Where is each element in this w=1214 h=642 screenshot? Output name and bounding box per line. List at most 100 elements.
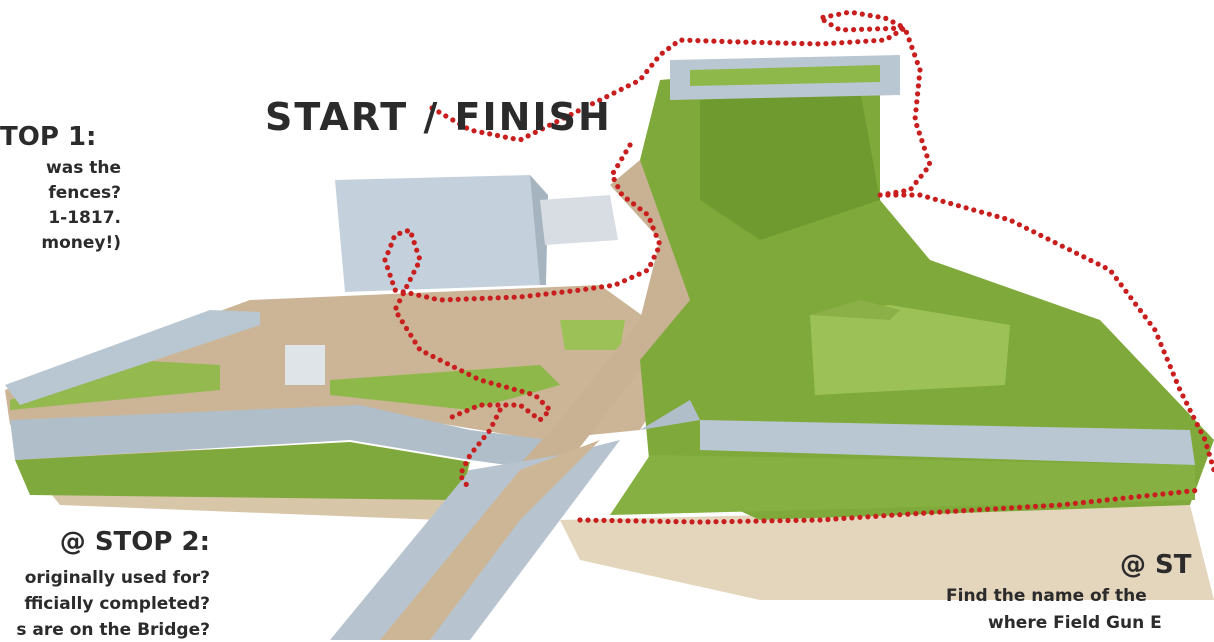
route-dot bbox=[921, 510, 927, 516]
route-dot bbox=[479, 129, 485, 135]
route-dot bbox=[407, 276, 413, 282]
route-dot bbox=[807, 41, 813, 47]
route-dot bbox=[497, 407, 503, 413]
route-dot bbox=[437, 357, 443, 363]
route-dot bbox=[431, 296, 437, 302]
route-dot bbox=[525, 133, 531, 139]
stop1-line: was the bbox=[46, 158, 121, 178]
route-dot bbox=[627, 142, 633, 148]
route-dot bbox=[551, 290, 557, 296]
route-dot bbox=[1040, 503, 1047, 509]
route-dot bbox=[1088, 257, 1094, 264]
route-dot bbox=[1059, 243, 1065, 249]
route-dot bbox=[695, 38, 701, 44]
route-dot bbox=[1088, 499, 1094, 505]
route-dot bbox=[479, 295, 485, 301]
route-dot bbox=[969, 507, 975, 513]
route-dot bbox=[619, 156, 625, 162]
route-dot bbox=[913, 179, 919, 185]
route-dot bbox=[913, 510, 919, 517]
route-dot bbox=[775, 40, 781, 46]
route-dot bbox=[1009, 505, 1015, 511]
route-dot bbox=[1187, 407, 1193, 413]
route-dot bbox=[929, 509, 935, 516]
bridge-deck bbox=[380, 440, 600, 640]
route-dot bbox=[615, 184, 621, 190]
route-dot bbox=[689, 519, 695, 525]
route-dot bbox=[654, 56, 660, 62]
route-dot bbox=[901, 188, 907, 194]
route-dot bbox=[1194, 422, 1200, 428]
route-dot bbox=[589, 101, 596, 107]
route-dot bbox=[1113, 275, 1119, 282]
route-dot bbox=[791, 40, 797, 46]
route-dot bbox=[1152, 327, 1158, 333]
route-dot bbox=[721, 519, 727, 525]
route-dot bbox=[511, 386, 517, 392]
route-dot bbox=[471, 296, 477, 302]
route-dot bbox=[993, 506, 999, 512]
route-dot bbox=[488, 380, 494, 386]
route-dot bbox=[647, 217, 653, 223]
route-dot bbox=[534, 394, 540, 400]
route-dot bbox=[644, 68, 650, 75]
route-dot bbox=[554, 119, 560, 125]
route-dot bbox=[633, 518, 639, 524]
route-dot bbox=[745, 518, 751, 524]
route-dot bbox=[932, 196, 938, 202]
route-dot bbox=[1167, 364, 1173, 370]
route-dot bbox=[641, 518, 647, 524]
route-dot bbox=[400, 291, 406, 297]
route-dot bbox=[940, 198, 946, 204]
route-dot bbox=[729, 518, 735, 525]
route-dot bbox=[583, 286, 589, 292]
route-dot bbox=[411, 240, 417, 246]
route-dot bbox=[582, 104, 589, 110]
route-dot bbox=[851, 10, 858, 16]
route-dot bbox=[916, 130, 922, 136]
route-dot bbox=[1170, 371, 1176, 377]
house bbox=[810, 305, 1010, 395]
route-dot bbox=[610, 169, 617, 175]
route-dot bbox=[923, 167, 929, 173]
route-dot bbox=[411, 269, 417, 275]
route-dot bbox=[859, 26, 865, 32]
foreshore-right bbox=[560, 505, 1214, 600]
route-dot bbox=[643, 211, 649, 217]
route-dot bbox=[447, 297, 453, 303]
route-dot bbox=[912, 115, 918, 121]
route-dot bbox=[451, 364, 458, 370]
small-building bbox=[540, 195, 618, 245]
route-dot bbox=[464, 408, 470, 414]
route-dot bbox=[1161, 349, 1167, 355]
route-dot bbox=[713, 519, 719, 525]
right-wall bbox=[700, 420, 1195, 465]
route-dot bbox=[867, 12, 873, 19]
route-dot bbox=[1066, 247, 1073, 253]
route-dot bbox=[1201, 436, 1208, 442]
route-dot bbox=[893, 30, 899, 36]
route-dot bbox=[828, 13, 834, 19]
route-dot bbox=[877, 192, 883, 198]
route-dot bbox=[737, 518, 743, 524]
route-dot bbox=[623, 149, 629, 155]
route-dot bbox=[761, 518, 767, 524]
route-dot bbox=[473, 375, 479, 381]
route-dot bbox=[414, 247, 420, 253]
route-dot bbox=[1002, 215, 1008, 222]
route-dot bbox=[851, 27, 857, 33]
route-dot bbox=[1096, 498, 1102, 504]
grass-lawn bbox=[10, 360, 220, 410]
route-dot bbox=[624, 196, 630, 202]
stop3-line: where Field Gun E bbox=[988, 613, 1162, 633]
route-dot bbox=[914, 59, 920, 66]
route-dot bbox=[908, 186, 914, 192]
route-dot bbox=[977, 507, 983, 513]
route-dot bbox=[511, 402, 517, 408]
route-dot bbox=[384, 265, 391, 271]
route-dot bbox=[727, 39, 733, 45]
route-dot bbox=[543, 291, 549, 297]
route-dot bbox=[519, 294, 525, 300]
route-dot bbox=[618, 86, 624, 92]
route-dot bbox=[919, 138, 925, 144]
